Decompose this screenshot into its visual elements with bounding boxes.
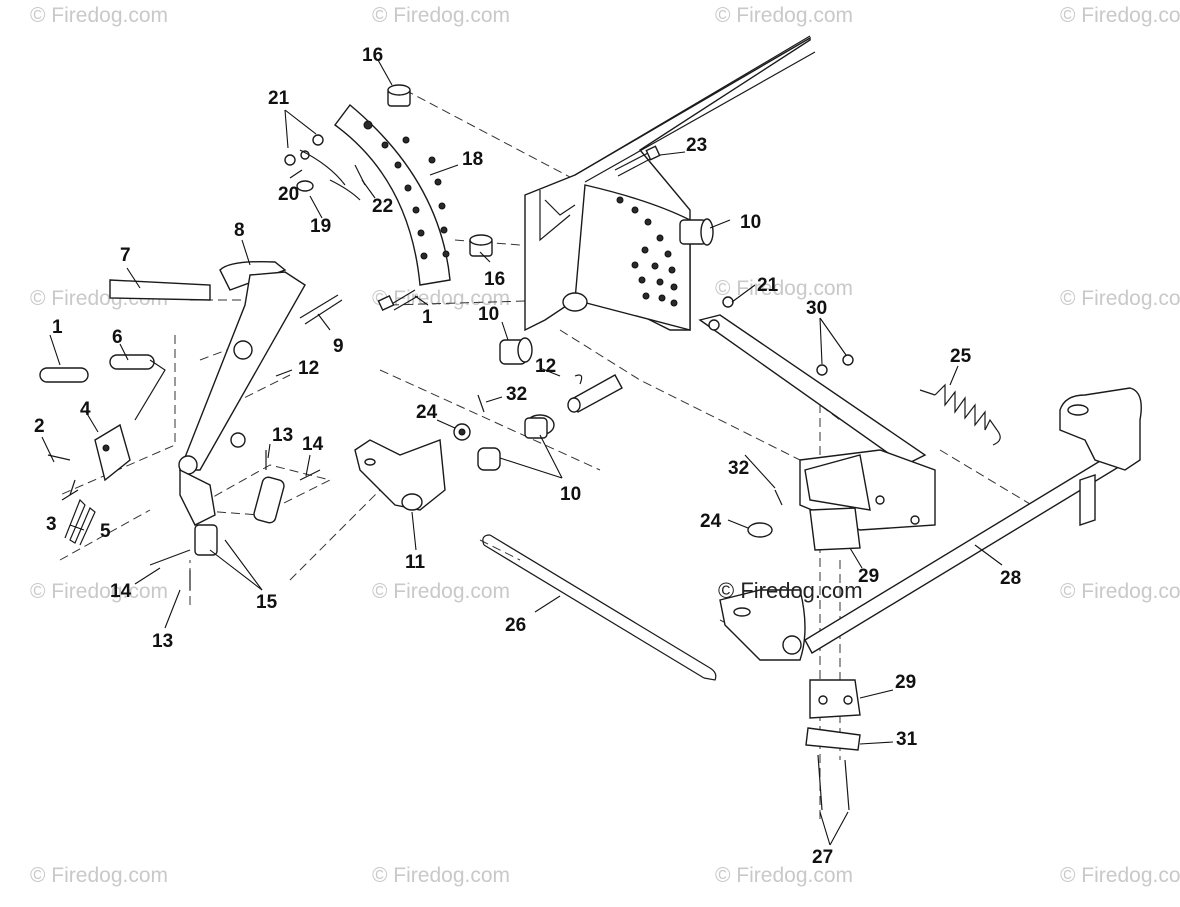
watermark: © Firedog.com bbox=[1060, 864, 1180, 887]
watermark: © Firedog.com bbox=[372, 580, 510, 603]
nuts-30 bbox=[816, 354, 854, 376]
callout-31: 31 bbox=[896, 729, 918, 750]
callout-24: 24 bbox=[700, 511, 722, 532]
watermark: © Firedog.com bbox=[30, 864, 168, 887]
callout-30: 30 bbox=[806, 298, 827, 319]
height-plate bbox=[334, 103, 451, 286]
callout-11: 11 bbox=[405, 552, 426, 573]
leader-lines bbox=[41, 59, 1003, 846]
callout-13: 13 bbox=[272, 425, 293, 446]
watermark-center: © Firedog.com bbox=[718, 578, 863, 603]
watermark: © Firedog.com bbox=[1060, 580, 1180, 603]
callout-29: 29 bbox=[858, 566, 879, 587]
callout-19: 19 bbox=[310, 216, 331, 237]
callout-20: 20 bbox=[278, 184, 299, 205]
callout-23: 23 bbox=[686, 135, 707, 156]
nut-21 bbox=[722, 296, 734, 308]
callout-32: 32 bbox=[728, 458, 749, 479]
callout-16: 16 bbox=[484, 269, 505, 290]
callout-22: 22 bbox=[372, 196, 393, 217]
center-bushings bbox=[453, 337, 555, 471]
callout-4: 4 bbox=[80, 399, 91, 420]
spacer-top bbox=[387, 84, 411, 107]
callout-8: 8 bbox=[234, 220, 245, 241]
callout-15: 15 bbox=[256, 592, 278, 613]
callout-6: 6 bbox=[112, 327, 123, 348]
clamp-parts bbox=[747, 489, 861, 811]
callout-25: 25 bbox=[950, 346, 972, 367]
callout-5: 5 bbox=[100, 521, 111, 542]
callout-21: 21 bbox=[268, 88, 290, 109]
spacer-mid bbox=[469, 234, 493, 257]
callout-3: 3 bbox=[46, 514, 57, 535]
watermark: © Firedog.com bbox=[715, 4, 853, 27]
callout-10: 10 bbox=[478, 304, 499, 325]
callout-29: 29 bbox=[895, 672, 916, 693]
bushing-top bbox=[679, 218, 714, 246]
frame-bushing bbox=[562, 292, 588, 312]
callout-7: 7 bbox=[120, 245, 131, 266]
watermarks: © Firedog.com © Firedog.com © Firedog.co… bbox=[30, 4, 1180, 887]
bracket-11 bbox=[354, 439, 446, 511]
handle-6 bbox=[39, 354, 166, 421]
callout-14: 14 bbox=[302, 434, 324, 455]
spring-25 bbox=[919, 383, 1001, 446]
callouts: 1 1 2 3 4 5 6 7 8 9 10 10 10 11 12 12 13… bbox=[34, 45, 1021, 868]
shaft-28 bbox=[719, 387, 1142, 661]
bar-26 bbox=[482, 534, 717, 681]
adjustment-holes bbox=[616, 196, 678, 307]
clip-hardware bbox=[284, 134, 366, 201]
bolt-1 bbox=[377, 289, 419, 311]
watermark: © Firedog.com bbox=[715, 864, 853, 887]
bracket-4 bbox=[47, 423, 131, 496]
pin-parts bbox=[149, 450, 321, 590]
deck-frame bbox=[524, 35, 816, 332]
callout-12: 12 bbox=[298, 358, 319, 379]
callout-24: 24 bbox=[416, 402, 438, 423]
callout-27: 27 bbox=[812, 847, 833, 868]
watermark: © Firedog.com bbox=[715, 277, 853, 300]
callout-1: 1 bbox=[52, 317, 63, 338]
callout-21: 21 bbox=[757, 275, 779, 296]
callout-16: 16 bbox=[362, 45, 383, 66]
bolt-23 bbox=[614, 145, 661, 177]
cotter-pin bbox=[477, 394, 485, 413]
callout-9: 9 bbox=[333, 336, 344, 357]
pin-shaft bbox=[567, 374, 623, 413]
watermark: © Firedog.com bbox=[372, 4, 510, 27]
callout-26: 26 bbox=[505, 615, 526, 636]
callout-10: 10 bbox=[560, 484, 581, 505]
watermark: © Firedog.com bbox=[1060, 4, 1180, 27]
callout-12: 12 bbox=[535, 356, 556, 377]
callout-28: 28 bbox=[1000, 568, 1021, 589]
watermark: © Firedog.com bbox=[30, 4, 168, 27]
callout-32: 32 bbox=[506, 384, 527, 405]
callout-14: 14 bbox=[110, 581, 132, 602]
watermark: © Firedog.com bbox=[372, 864, 510, 887]
callout-13: 13 bbox=[152, 631, 173, 652]
callout-1: 1 bbox=[422, 307, 433, 328]
watermark: © Firedog.com bbox=[1060, 287, 1180, 310]
spring-5 bbox=[64, 498, 96, 546]
watermark: © Firedog.com bbox=[30, 580, 168, 603]
callout-2: 2 bbox=[34, 416, 45, 437]
pedal-assembly bbox=[109, 260, 306, 526]
bolts-9 bbox=[299, 294, 343, 325]
lift-arm bbox=[698, 314, 936, 531]
callout-10: 10 bbox=[740, 212, 761, 233]
callout-18: 18 bbox=[462, 149, 483, 170]
